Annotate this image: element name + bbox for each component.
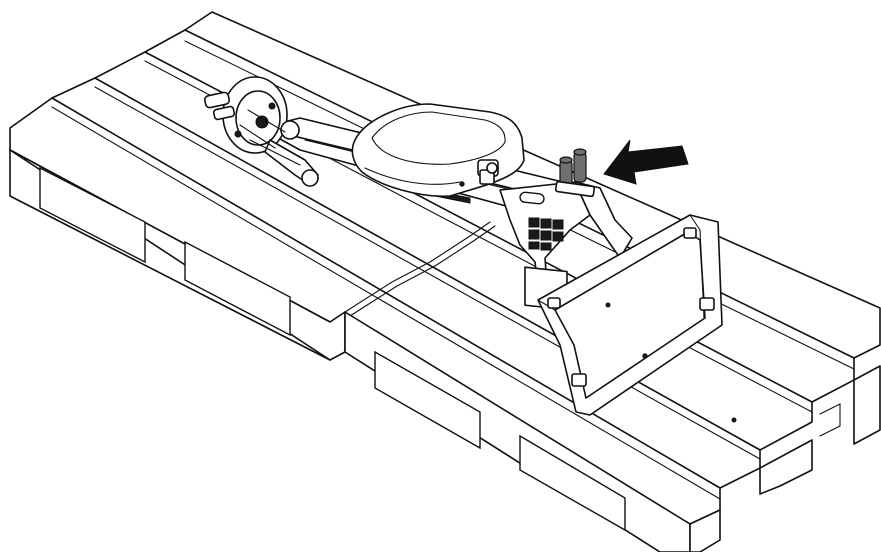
grip-left-cap	[559, 156, 573, 164]
end-block-3	[853, 365, 881, 445]
footplate	[537, 214, 737, 423]
machine-assembly	[203, 76, 737, 423]
post-side	[574, 181, 633, 259]
handle-grips	[554, 148, 596, 198]
fork-opening-2	[184, 240, 291, 337]
foot-stop-bl	[571, 373, 587, 387]
mechanism-linkage	[239, 109, 301, 166]
arrow-left-icon	[603, 139, 689, 185]
label-cell-7	[528, 241, 540, 250]
end-mechanism	[203, 76, 319, 187]
label-cell-1	[528, 217, 540, 228]
label-cell-2	[540, 218, 552, 229]
label-cell-3	[552, 219, 564, 230]
grip-right	[573, 151, 587, 183]
end-block-1	[689, 509, 721, 552]
housing-top-face	[371, 111, 506, 165]
housing-lower-edge	[364, 167, 461, 185]
front-edge-left	[9, 195, 331, 361]
footplate-bolt-3	[731, 417, 737, 423]
label-cell-6	[552, 231, 564, 242]
axle-stub	[203, 91, 231, 109]
pallet-top-deck	[9, 11, 881, 525]
label-cell-5	[540, 230, 552, 241]
deck-groove-4	[51, 106, 721, 500]
fork-opening-1	[39, 166, 146, 264]
mechanism-bolt-1	[268, 102, 276, 110]
grip-right-cap	[573, 148, 587, 156]
foot-stop-br	[699, 297, 715, 311]
pallet	[9, 11, 881, 552]
footplate-rim	[689, 214, 705, 319]
clip-knob	[486, 162, 498, 174]
label-cell-8	[540, 242, 552, 251]
housing-bolt	[459, 181, 465, 187]
foot-stop-tr	[683, 227, 697, 239]
fork-opening-3	[374, 350, 481, 450]
footplate-bolt-1	[642, 353, 648, 359]
footplate-bolt-2	[605, 302, 611, 308]
axle-clamp	[212, 105, 236, 121]
pivot-wheel	[301, 169, 319, 187]
end-block-detail	[819, 403, 841, 437]
foot-stop-tl	[547, 297, 561, 309]
mechanism-bolt-2	[234, 130, 242, 138]
pivot-knob	[280, 120, 300, 140]
beam-connector	[479, 162, 498, 185]
pallet-end-blocks	[689, 365, 881, 552]
deck-groove-3	[94, 86, 761, 460]
end-block-2	[759, 439, 813, 495]
grip-mount	[554, 180, 596, 198]
pallet-front-right	[344, 311, 691, 552]
pallet-front-left	[9, 149, 346, 361]
handle-slot	[519, 191, 545, 205]
fork-opening-4	[519, 434, 626, 532]
label-cell-4	[528, 229, 540, 240]
